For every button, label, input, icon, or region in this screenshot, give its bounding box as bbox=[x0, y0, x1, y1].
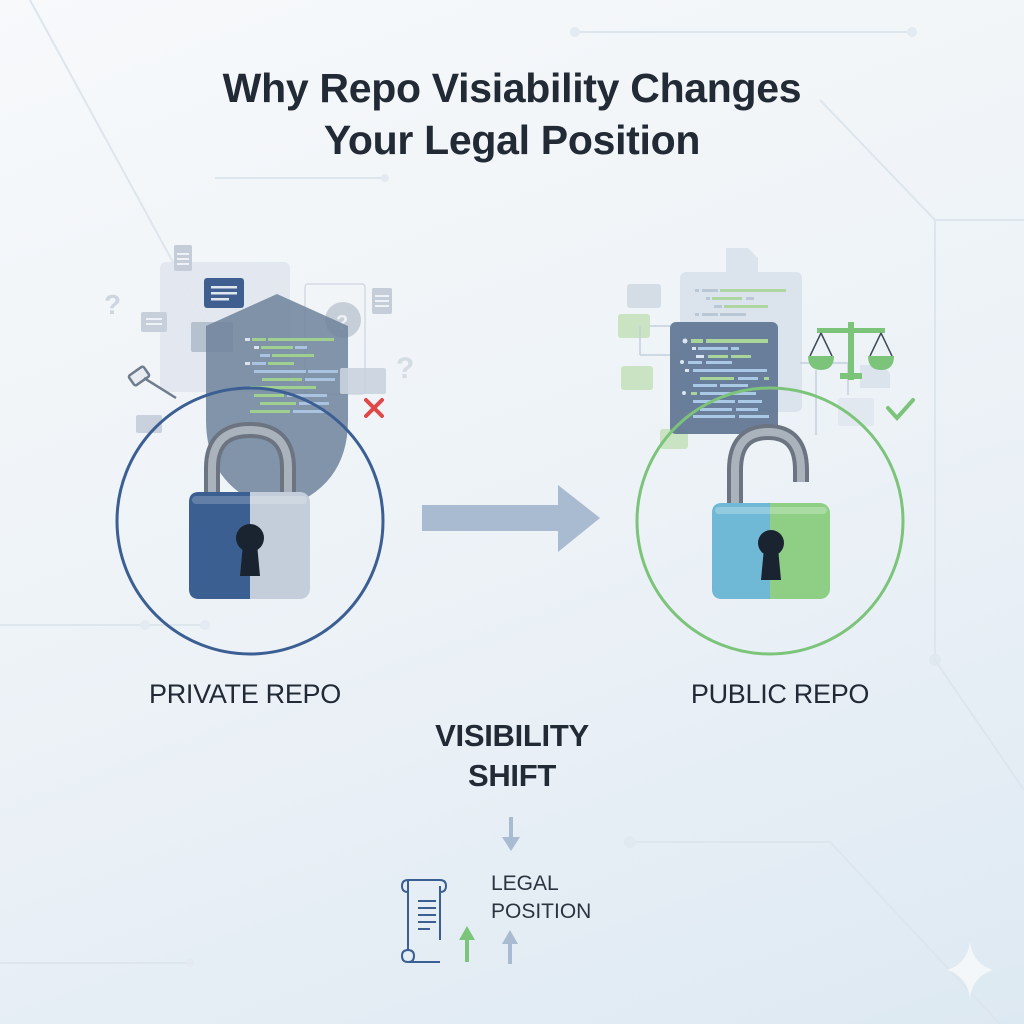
gavel-icon bbox=[127, 365, 177, 400]
question-icon: ? ? ? bbox=[104, 289, 414, 385]
arrow-down-icon bbox=[502, 817, 520, 851]
title-line-1: Why Repo Visiability Changes bbox=[222, 65, 802, 111]
legal-position-label: LEGAL POSITION bbox=[491, 870, 591, 926]
svg-text:?: ? bbox=[396, 352, 414, 385]
legal-scroll-icon bbox=[400, 879, 518, 964]
shift-line-1: VISIBILITY bbox=[435, 718, 589, 753]
private-repo-illustration: ? ? ? bbox=[104, 245, 414, 656]
visibility-shift-heading: VISIBILITY SHIFT bbox=[362, 716, 662, 796]
document-icon bbox=[174, 245, 192, 271]
public-ring bbox=[635, 386, 905, 656]
scales-icon bbox=[808, 322, 894, 380]
document-icon bbox=[372, 288, 392, 314]
sparkle-icon bbox=[947, 942, 993, 998]
legal-line-2: POSITION bbox=[491, 900, 592, 923]
shift-line-2: SHIFT bbox=[467, 758, 557, 793]
arrow-up-blue-icon bbox=[502, 930, 518, 964]
svg-text:?: ? bbox=[104, 289, 121, 320]
transition-arrow-icon bbox=[422, 485, 600, 552]
x-mark-icon bbox=[364, 398, 384, 418]
private-ring bbox=[115, 386, 385, 656]
private-repo-label: PRIVATE REPO bbox=[149, 679, 341, 709]
document-icon bbox=[726, 248, 890, 388]
public-repo-label: PUBLIC REPO bbox=[690, 679, 870, 709]
arrow-up-green-icon bbox=[459, 926, 475, 962]
page-title: Why Repo Visiability Changes Your Legal … bbox=[0, 62, 1024, 166]
legal-line-1: LEGAL bbox=[491, 872, 559, 895]
code-panel-icon bbox=[670, 322, 778, 434]
public-repo-illustration bbox=[618, 248, 915, 656]
closed-lock-icon bbox=[189, 421, 310, 599]
title-line-2: Your Legal Position bbox=[323, 117, 701, 163]
open-lock-icon bbox=[712, 423, 830, 599]
checkmark-icon bbox=[886, 398, 915, 421]
